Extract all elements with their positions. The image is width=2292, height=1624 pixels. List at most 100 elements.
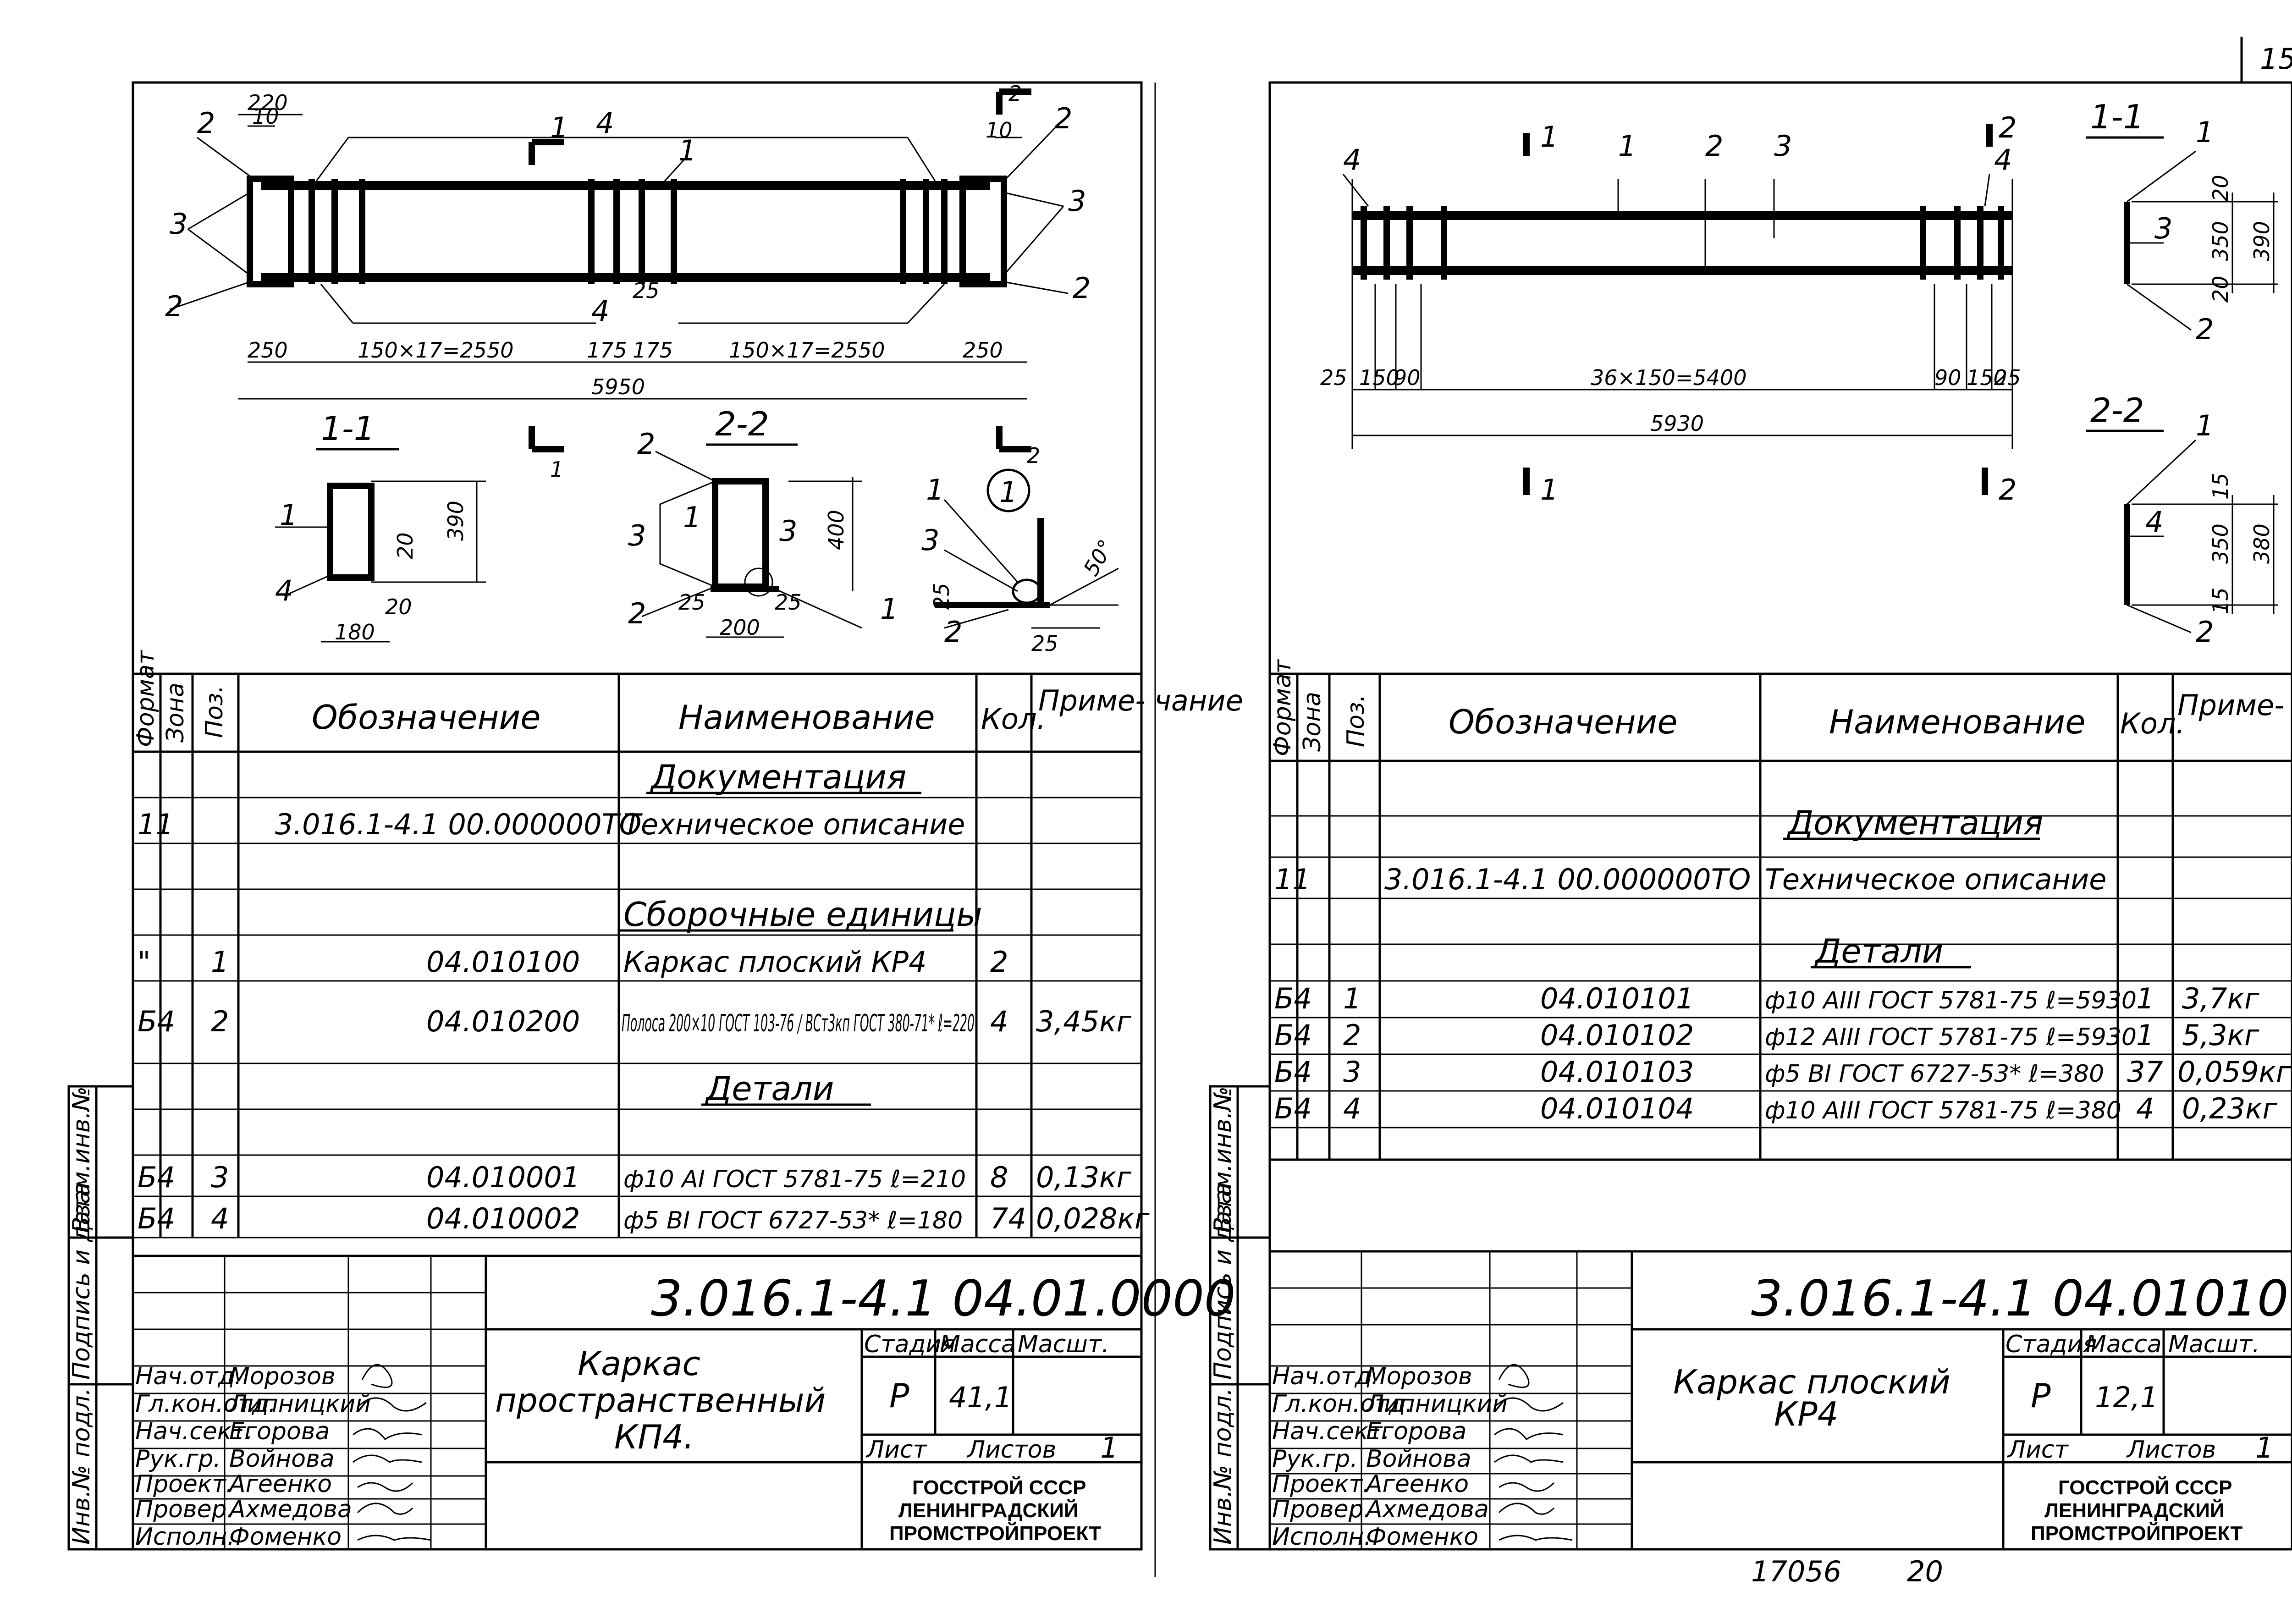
r-label-3: 3: [1774, 129, 1792, 163]
right-section-1-1: 1-1 1 3 2 20 350 20 390: [2086, 98, 2278, 346]
row2-name: Полоса 200×10 ГОСТ 103-76 / ВСт3кп ГОСТ …: [622, 1010, 975, 1037]
r-dim-150-left: 150: [1359, 365, 1399, 390]
r-row2-designation: 04.010102: [1540, 1018, 1694, 1052]
right-title-block: 3.016.1-4.1 04.010100 Каркас плоский КР4…: [1270, 1251, 2292, 1551]
stage-right: Р: [2031, 1376, 2051, 1415]
role-right-4: Проект.: [1272, 1470, 1370, 1498]
label-1-s22: 1: [683, 501, 701, 534]
label-2-s22-top: 2: [637, 427, 655, 461]
r-s11-dim-350: 350: [2208, 221, 2233, 261]
label-4-top: 4: [596, 106, 614, 140]
label-1-section-mark: 1: [550, 111, 568, 144]
name-right-6: Фоменко: [1366, 1523, 1478, 1551]
stage-left: Р: [889, 1376, 909, 1415]
signatures-right: [1493, 1364, 1573, 1541]
label-4-s11: 4: [275, 574, 293, 607]
role-left-6: Исполн.: [135, 1523, 235, 1551]
side-sign-right: Подпись и дата: [1209, 1182, 1237, 1380]
dim-span-left: 150×17=2550: [358, 338, 514, 363]
r-section-documentation: Документация: [1786, 804, 2043, 842]
end-plate-left: [247, 176, 294, 287]
r-row4-designation: 04.010104: [1540, 1092, 1694, 1125]
r-s11-dim-390: 390: [2249, 221, 2274, 261]
r-row4-note: 0,23кг: [2182, 1092, 2277, 1125]
row-doc-designation: 3.016.1-4.1 00.000000ТО: [275, 808, 641, 841]
r-row4-name: ф10 АIII ГОСТ 5781-75 ℓ=380: [1765, 1097, 2121, 1124]
dim-220: 220: [248, 90, 288, 115]
left-detail-1: 1 1 3 1 2 25 25 50°: [880, 468, 1119, 656]
row3-qty: 8: [990, 1161, 1008, 1194]
label-2-top-left: 2: [197, 106, 215, 140]
label-2-detail: 2: [944, 615, 962, 649]
detail-number: 1: [999, 475, 1017, 509]
dim-175-b: 175: [633, 338, 673, 363]
org-left-2: ЛЕНИНГРАДСКИЙ: [898, 1498, 1078, 1522]
dim-180-s11: 180: [335, 620, 375, 644]
title-right-1: Каркас плоский: [1673, 1363, 1950, 1401]
label-1-s11: 1: [280, 498, 298, 532]
dim-10-left: 10: [252, 104, 279, 129]
left-frame: [132, 81, 1143, 1551]
r-s22-dim-15a: 15: [2208, 473, 2233, 500]
r-row3-format: Б4: [1274, 1055, 1312, 1089]
dim-25-detail-h: 25: [1031, 631, 1058, 656]
role-right-5: Провер.: [1272, 1496, 1371, 1523]
row-doc-name: Техническое описание: [623, 808, 965, 841]
row4-designation: 04.010002: [426, 1202, 580, 1235]
section-mark-2-bottom: 2: [1027, 443, 1040, 468]
org-right-1: ГОССТРОЙ СССР: [2058, 1475, 2232, 1499]
r-s22-label-2: 2: [2196, 615, 2214, 649]
title-left-3: КП4.: [614, 1418, 694, 1456]
role-left-3: Рук.гр.: [135, 1445, 221, 1473]
row3-name: ф10 АI ГОСТ 5781-75 ℓ=210: [623, 1166, 966, 1193]
left-elevation: 2 3 2 4 1 1 4 2 3 2 220 10 10 2 25 250 1…: [165, 81, 1091, 482]
right-side-stamps: Инв.№ подл. Подпись и дата Взам.инв.№: [1209, 1085, 1271, 1551]
r-row3-name: ф5 ВI ГОСТ 6727-53* ℓ=380: [1765, 1060, 2104, 1088]
row3-designation: 04.010001: [426, 1161, 580, 1194]
label-stage-left: Стадия: [864, 1331, 956, 1358]
r-s22-label-1: 1: [2196, 409, 2214, 442]
name-right-4: Агеенко: [1365, 1470, 1469, 1498]
org-left-3: ПРОМСТРОЙПРОЕКТ: [889, 1521, 1101, 1545]
title-left-1: Каркас: [578, 1344, 700, 1383]
r-header-designation: Обозначение: [1449, 703, 1678, 741]
label-scale-left: Масшт.: [1018, 1331, 1109, 1358]
r-section-mark-1: 1: [1540, 473, 1558, 506]
label-2-bottom-left: 2: [165, 290, 183, 323]
row2-pos: 2: [211, 1005, 229, 1038]
r-s11-dim-20a: 20: [2208, 175, 2233, 202]
dim-400-s22: 400: [824, 510, 848, 550]
r-header-name: Наименование: [1829, 703, 2086, 741]
r-label-2-mark: 2: [1999, 111, 2017, 144]
dim-250-left: 250: [248, 338, 288, 363]
r-s11-label-2: 2: [2196, 313, 2214, 346]
r-label-4-right: 4: [1994, 143, 2012, 176]
row1-pos: 1: [211, 945, 229, 979]
label-3-detail: 3: [921, 523, 939, 557]
label-4-mid: 4: [591, 294, 609, 328]
row1-format: ": [138, 945, 151, 979]
org-right-3: ПРОМСТРОЙПРОЕКТ: [2031, 1521, 2242, 1545]
dim-390-s11: 390: [443, 501, 468, 541]
r-header-note: Приме- чание: [2177, 688, 2292, 722]
row2-note: 3,45кг: [1036, 1005, 1131, 1038]
left-section-2-2: 2-2 2 3 1 3 2 400 25 25 200: [628, 405, 862, 640]
label-3-right: 3: [1068, 184, 1086, 218]
r-dim-90-left: 90: [1394, 365, 1421, 390]
row1-designation: 04.010100: [426, 945, 580, 979]
left-spec-table: Формат Зона Поз. Обозначение Наименовани…: [132, 650, 1243, 1239]
r-row1-qty: 1: [2136, 982, 2154, 1015]
label-sheets-right: Листов: [2126, 1436, 2216, 1464]
row4-format: Б4: [138, 1202, 175, 1235]
r-label-2: 2: [1705, 129, 1723, 163]
dim-175-a: 175: [587, 338, 627, 363]
row1-qty: 2: [990, 945, 1008, 979]
right-elevation: 4 1 1 2 3 2 4 25 150 90 36×150=5400 90 1…: [1320, 111, 2021, 506]
r-s22-dim-380: 380: [2249, 523, 2274, 564]
label-sheet-right: Лист: [2007, 1436, 2069, 1464]
r-dim-span: 36×150=5400: [1591, 365, 1747, 390]
header-format: Формат: [132, 650, 160, 747]
section-documentation: Документация: [650, 758, 906, 796]
name-left-0: Морозов: [229, 1363, 336, 1390]
row4-pos: 4: [211, 1202, 229, 1235]
